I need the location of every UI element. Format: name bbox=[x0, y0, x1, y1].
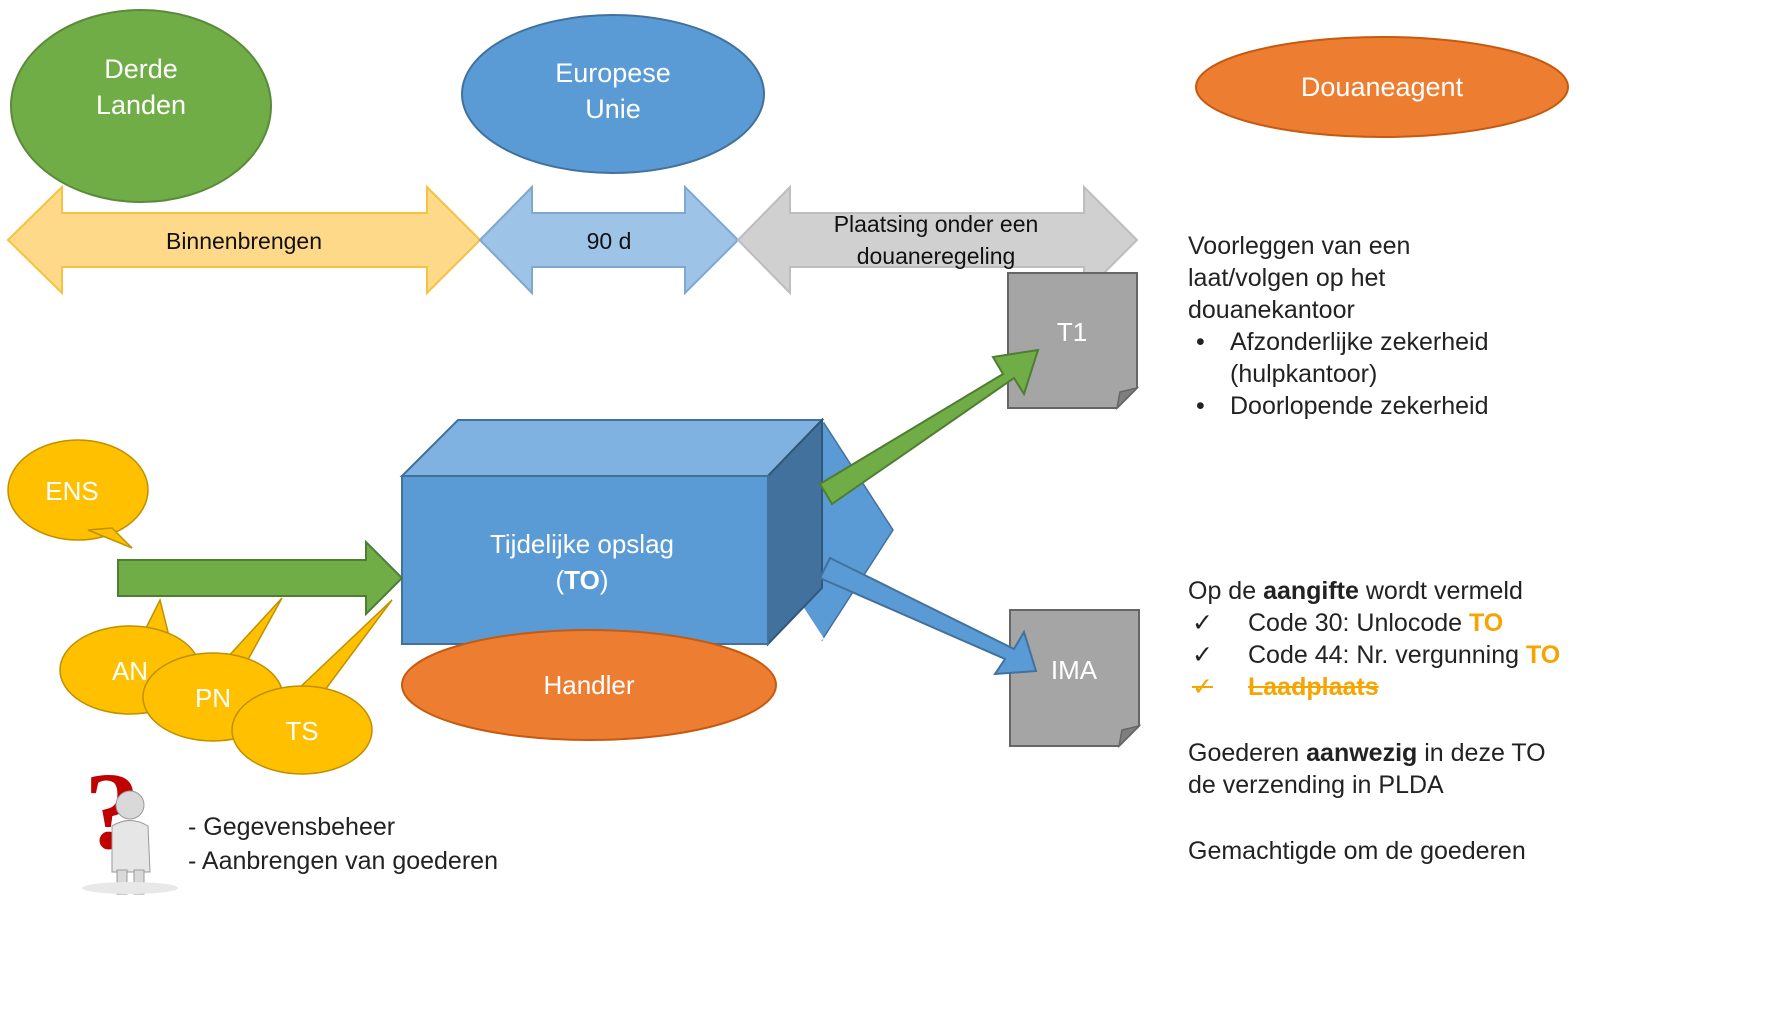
authorized-line: Gemachtigde om de goederen bbox=[1188, 837, 1526, 865]
question-figure-icon: ? bbox=[82, 750, 178, 895]
document-ima: IMA bbox=[1009, 609, 1142, 749]
arrow-to-storage bbox=[117, 539, 404, 617]
right-panel-declaration: Op de aangifte wordt vermeld ✓Code 30: U… bbox=[1188, 575, 1787, 867]
intro-line-2: laat/volgen op het bbox=[1188, 264, 1386, 292]
right-panel-guarantee: Voorleggen van een laat/volgen op het do… bbox=[1188, 230, 1787, 422]
check-code-30: ✓Code 30: Unlocode TO bbox=[1192, 609, 1504, 637]
check-icon: ✓ bbox=[1192, 641, 1213, 669]
zone-europese-unie-line1: Europese bbox=[555, 58, 671, 88]
zone-europese-unie-line2: Unie bbox=[585, 94, 641, 124]
callout-ts: TS bbox=[231, 599, 393, 775]
callout-ens-label: ENS bbox=[45, 476, 98, 506]
arrow-90-days: 90 d bbox=[478, 184, 740, 296]
arrow-90-days-label: 90 d bbox=[587, 228, 632, 254]
goods-present-line-2: de verzending in PLDA bbox=[1188, 771, 1444, 799]
zone-derde-landen-line1: Derde bbox=[104, 54, 178, 84]
callout-ts-label: TS bbox=[285, 716, 318, 746]
arrow-plaatsing-line2: douaneregeling bbox=[857, 243, 1016, 269]
bullet-doorlopende: Doorlopende zekerheid bbox=[1188, 390, 1787, 422]
zone-douaneagent-label: Douaneagent bbox=[1301, 72, 1464, 102]
handler-ellipse: Handler bbox=[401, 629, 777, 741]
question-list: - Gegevensbeheer - Aanbrengen van goeder… bbox=[188, 810, 498, 878]
guarantee-list: Afzonderlijke zekerheid(hulpkantoor) Doo… bbox=[1188, 326, 1787, 422]
check-code-44: ✓Code 44: Nr. vergunning TO bbox=[1192, 641, 1561, 669]
callout-ens: ENS bbox=[7, 439, 149, 549]
arrow-binnenbrengen: Binnenbrengen bbox=[6, 184, 482, 296]
arrow-to-t1 bbox=[818, 348, 1040, 506]
check-icon: ✓ bbox=[1192, 673, 1213, 701]
callout-pn-label: PN bbox=[195, 683, 231, 713]
arrow-plaatsing-line1: Plaatsing onder een bbox=[834, 211, 1039, 237]
intro-line-3: douanekantoor bbox=[1188, 296, 1355, 324]
declaration-heading: Op de aangifte wordt vermeld bbox=[1188, 577, 1523, 605]
question-item-2: - Aanbrengen van goederen bbox=[188, 847, 498, 875]
zone-douaneagent: Douaneagent bbox=[1195, 36, 1569, 138]
check-icon: ✓ bbox=[1192, 609, 1213, 637]
storage-abbr: TO bbox=[564, 565, 600, 595]
storage-title: Tijdelijke opslag bbox=[490, 529, 674, 559]
declaration-heading-bold: aangifte bbox=[1263, 577, 1359, 605]
arrow-to-ima bbox=[818, 556, 1038, 676]
arrow-binnenbrengen-label: Binnenbrengen bbox=[166, 228, 322, 254]
goods-present-line: Goederen aanwezig in deze TO bbox=[1188, 739, 1546, 767]
storage-abbr-line: (TO) bbox=[556, 565, 609, 595]
zone-derde-landen: Derde Landen bbox=[10, 9, 272, 203]
temporary-storage-box: Tijdelijke opslag (TO) bbox=[399, 417, 825, 647]
document-ima-label: IMA bbox=[1051, 655, 1098, 685]
callout-an-label: AN bbox=[112, 656, 148, 686]
handler-label: Handler bbox=[543, 670, 634, 700]
zone-derde-landen-line2: Landen bbox=[96, 90, 186, 120]
declaration-checklist: ✓Code 30: Unlocode TO ✓Code 44: Nr. verg… bbox=[1188, 607, 1787, 703]
document-t1-label: T1 bbox=[1057, 317, 1087, 347]
arrow-plaatsing: Plaatsing onder een douaneregeling bbox=[736, 184, 1139, 296]
check-laadplaats: ✓Laadplaats bbox=[1192, 673, 1379, 701]
question-item-1: - Gegevensbeheer bbox=[188, 813, 396, 841]
zone-europese-unie: Europese Unie bbox=[461, 14, 765, 174]
intro-line-1: Voorleggen van een bbox=[1188, 232, 1411, 260]
document-t1: T1 bbox=[1007, 272, 1140, 411]
bullet-afzonderlijke: Afzonderlijke zekerheid(hulpkantoor) bbox=[1188, 326, 1787, 390]
